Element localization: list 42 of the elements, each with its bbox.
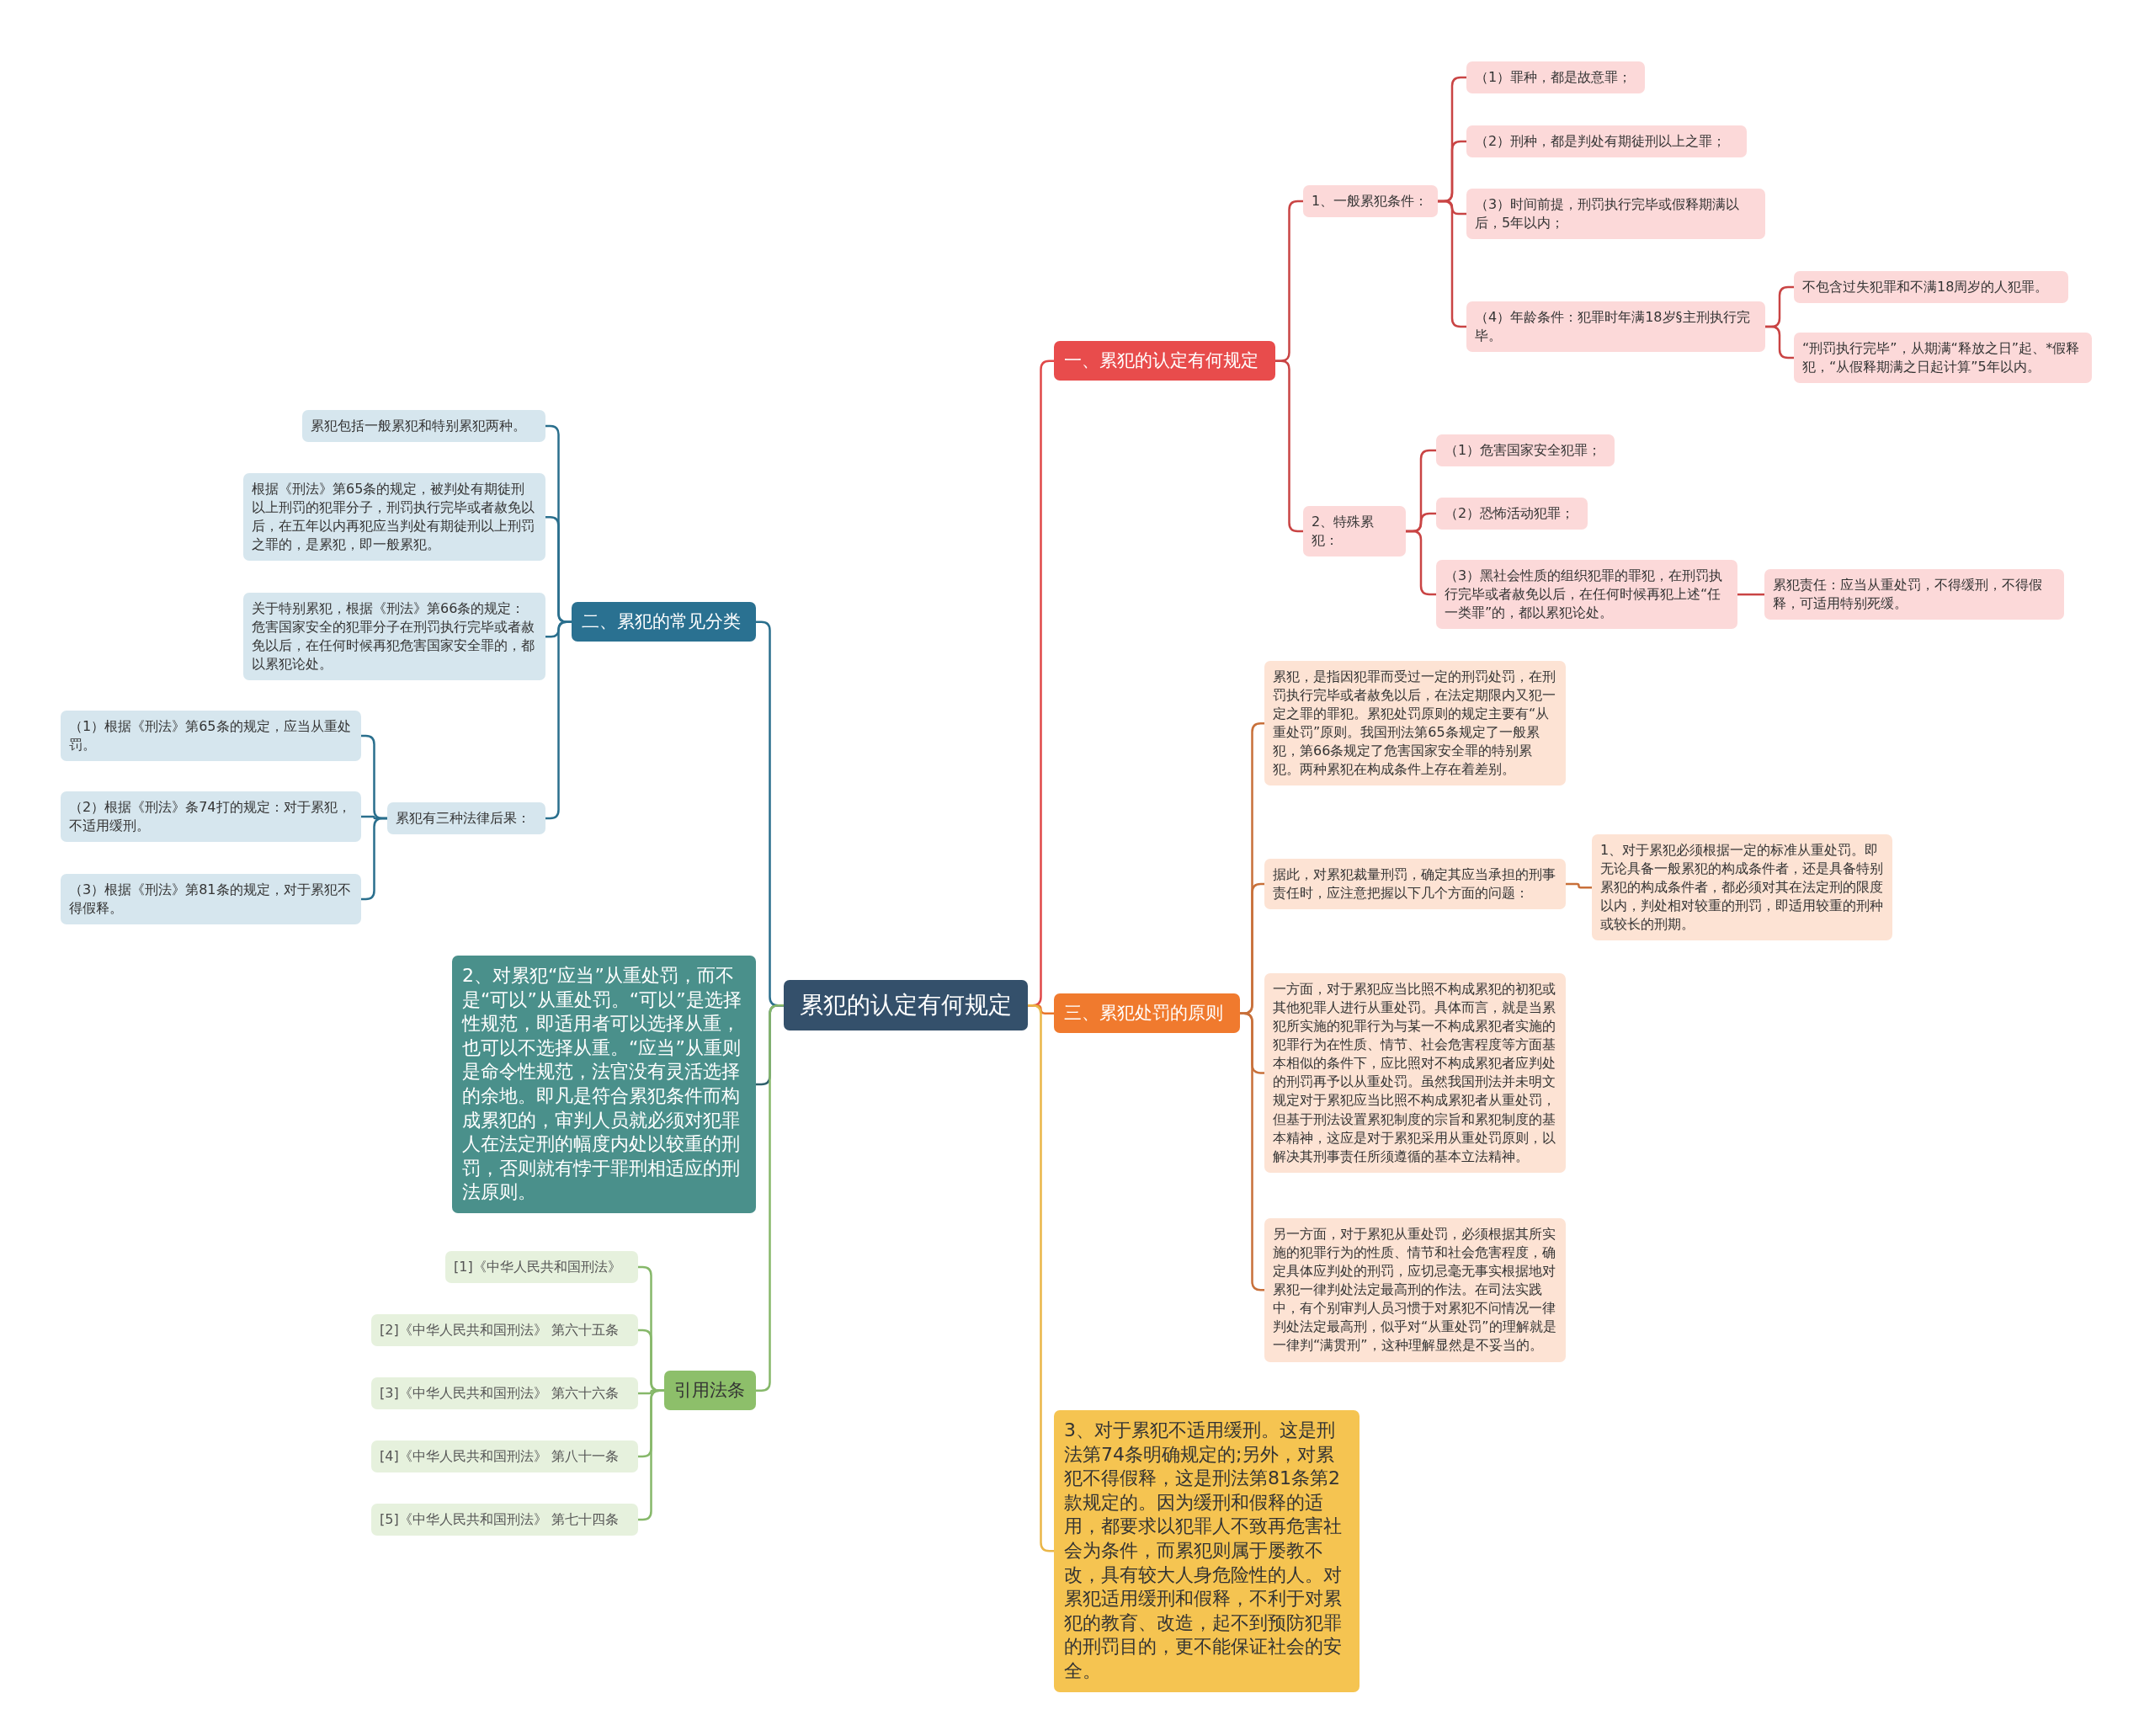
topic-box: 累犯有三种法律后果：	[387, 802, 545, 835]
topic-box: （1）罪种，都是故意罪；	[1466, 61, 1645, 94]
topic-box: （2）刑种，都是判处有期徒刑以上之罪；	[1466, 125, 1747, 158]
topic-box: [2]《中华人民共和国刑法》 第六十五条	[371, 1314, 638, 1347]
topic-box: （1）根据《刑法》第65条的规定，应当从重处罚。	[61, 711, 361, 762]
topic-box: 累犯责任：应当从重处罚，不得缓刑，不得假释，可适用特别死缓。	[1764, 569, 2064, 620]
topic-box: （3）时间前提，刑罚执行完毕或假释期满以后，5年以内；	[1466, 189, 1765, 240]
topic-box: （3）黑社会性质的组织犯罪的罪犯，在刑罚执行完毕或者赦免以后，在任何时候再犯上述“任一类罪”的，都以累犯论处。	[1436, 560, 1737, 630]
topic-box: （2）恐怖活动犯罪；	[1436, 498, 1588, 530]
topic-box: [5]《中华人民共和国刑法》 第七十四条	[371, 1504, 638, 1536]
branch-topic: 引用法条	[664, 1371, 756, 1411]
topic-box: [4]《中华人民共和国刑法》 第八十一条	[371, 1440, 638, 1473]
connector-line	[1566, 882, 1592, 889]
topic-box: 2、特殊累犯：	[1303, 506, 1406, 557]
topic-box: 2、对累犯“应当”从重处罚，而不是“可以”从重处罚。“可以”是选择性规范，即适用者可以选择从重，也可以不选择从重。“应当”从重则是命令性规范，法官没有灵活选择的余地。即凡是符合累犯条件而构成累犯的，审判人员就必须对犯罪人在法定刑的幅度内处以较重的刑罚，否则就有悖于罪刑相适应的刑法原则。	[452, 956, 756, 1213]
topic-box: 累犯，是指因犯罪而受过一定的刑罚处罚，在刑罚执行完毕或者赦免以后，在法定期限内又犯一定之罪的罪犯。累犯处罚原则的规定主要有“从重处罚”原则。我国刑法第65条规定了一般累犯，第66条规定了危害国家安全罪的特别累犯。两种累犯在构成条件上存在着差别。	[1264, 661, 1566, 786]
topic-box: 关于特别累犯，根据《刑法》第66条的规定：危害国家安全的犯罪分子在刑罚执行完毕或者赦免以后，在任何时候再犯危害国家安全罪的，都以累犯论处。	[243, 593, 545, 681]
topic-box: 1、一般累犯条件：	[1303, 185, 1438, 218]
branch-topic: 一、累犯的认定有何规定	[1054, 341, 1275, 381]
topic-box: 1、对于累犯必须根据一定的标准从重处罚。即无论具备一般累犯的构成条件者，还是具备特别累犯的构成条件者，都必须对其在法定刑的限度以内，判处相对较重的刑罚，即适用较重的刑种或较长的刑期。	[1592, 834, 1892, 941]
topic-box: 另一方面，对于累犯从重处罚，必须根据其所实施的犯罪行为的性质、情节和社会危害程度，确定具体应判处的刑罚，应切忌毫无事实根据地对累犯一律判处法定最高刑的作法。在司法实践中，有个别审判人员习惯于对累犯不问情况一律判处法定最高刑，似乎对“从重处罚”的理解就是一律判“满贯刑”，这种理解显然是不妥当的。	[1264, 1218, 1566, 1362]
topic-box: [1]《中华人民共和国刑法》	[445, 1251, 638, 1284]
connector-line	[1275, 359, 1303, 533]
topic-box: 不包含过失犯罪和不满18周岁的人犯罪。	[1794, 271, 2068, 304]
topic-box: 根据《刑法》第65条的规定，被判处有期徒刑以上刑罚的犯罪分子，刑罚执行完毕或者赦免以后，在五年以内再犯应当判处有期徒刑以上刑罚之罪的，是累犯，即一般累犯。	[243, 473, 545, 562]
connector-line	[1737, 593, 1764, 596]
central-topic: 累犯的认定有何规定	[784, 980, 1028, 1031]
topic-box: （4）年龄条件：犯罪时年满18岁§主刑执行完毕。	[1466, 301, 1765, 353]
topic-box: 据此，对累犯裁量刑罚，确定其应当承担的刑事责任时，应注意把握以下几个方面的问题：	[1264, 859, 1566, 910]
connector-line	[756, 1004, 784, 1392]
topic-box: （2）根据《刑法》条74打的规定：对于累犯，不适用缓刑。	[61, 791, 361, 843]
topic-box: （3）根据《刑法》第81条的规定，对于累犯不得假释。	[61, 874, 361, 925]
topic-box: 累犯包括一般累犯和特别累犯两种。	[302, 410, 545, 443]
connector-line	[1406, 530, 1436, 596]
topic-box: 3、对于累犯不适用缓刑。这是刑法第74条明确规定的;另外，对累犯不得假释，这是刑法第81条第2款规定的。因为缓刑和假释的适用，都要求以犯罪人不致再危害社会为条件，而累犯则属于屡教不改，具有较大人身危险性的人。对累犯适用缓刑和假释，不利于对累犯的教育、改造，起不到预防犯罪的刑罚目的，更不能保证社会的安全。	[1054, 1410, 1360, 1692]
topic-box: “刑罚执行完毕”，从期满“释放之日”起、*假释犯，“从假释期满之日起计算”5年以内。	[1794, 333, 2092, 384]
topic-box: [3]《中华人民共和国刑法》 第六十六条	[371, 1377, 638, 1410]
branch-topic: 二、累犯的常见分类	[572, 602, 756, 642]
topic-box: 一方面，对于累犯应当比照不构成累犯的初犯或其他犯罪人进行从重处罚。具体而言，就是当累犯所实施的犯罪行为与某一不构成累犯者实施的犯罪行为在性质、情节、社会危害程度等方面基本相似的条件下，应比照对不构成累犯者应判处的刑罚再予以从重处罚。虽然我国刑法并未明文规定对于累犯应当比照不构成累犯者从重处罚，但基于刑法设置累犯制度的宗旨和累犯制度的基本精神，这应是对于累犯采用从重处罚原则，以解决其刑事责任所须遵循的基本立法精神。	[1264, 973, 1566, 1173]
branch-topic: 三、累犯处罚的原则	[1054, 993, 1240, 1034]
topic-box: （1）危害国家安全犯罪；	[1436, 434, 1615, 467]
connector-line	[1765, 325, 1794, 359]
